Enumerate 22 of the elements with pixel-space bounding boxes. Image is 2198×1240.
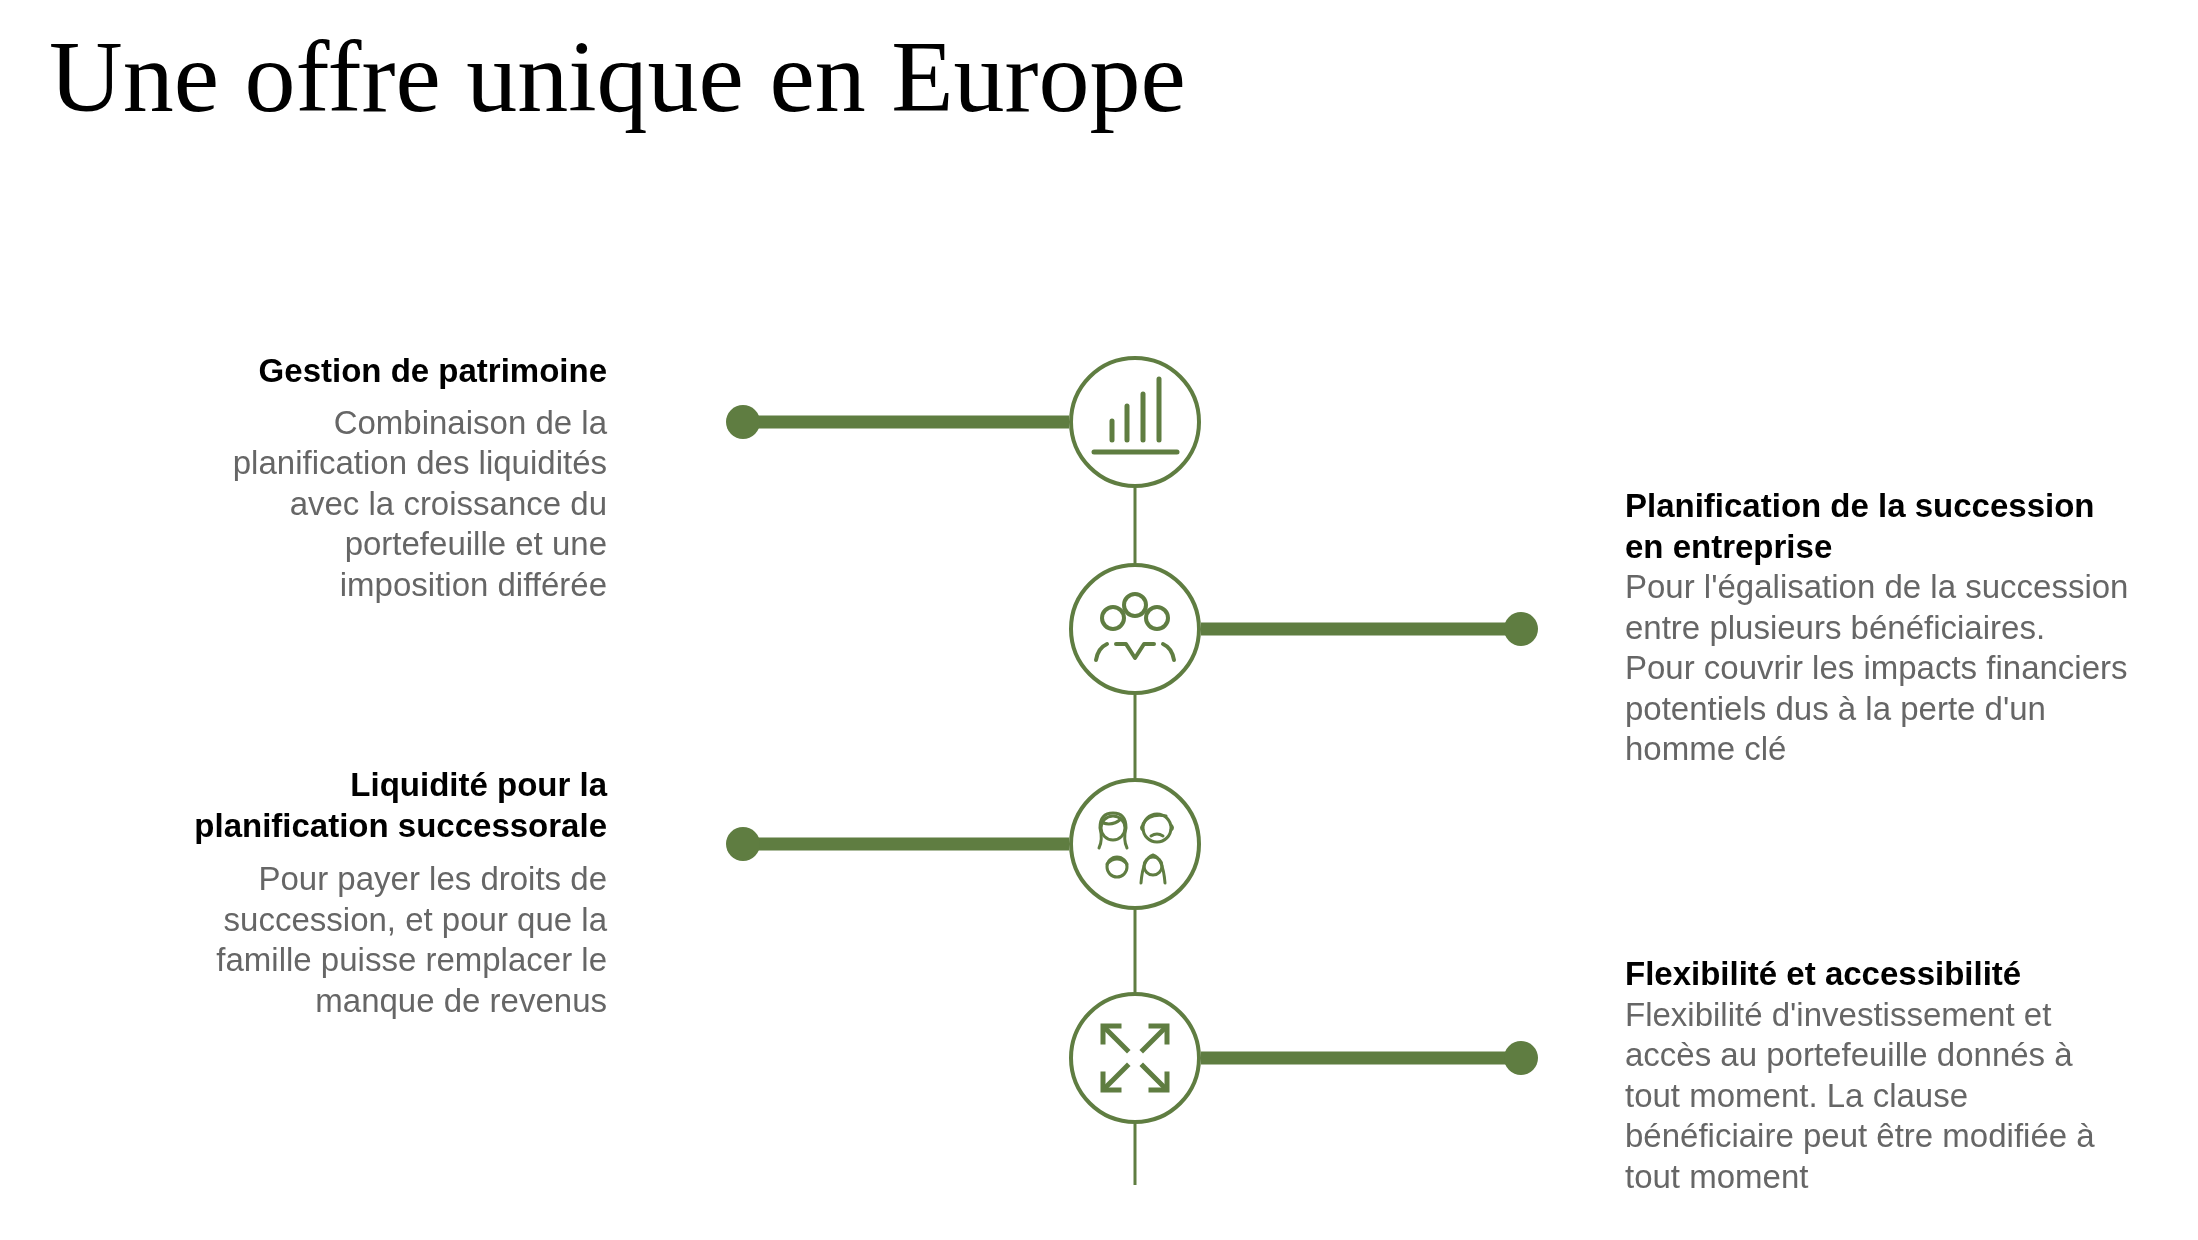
description: Pour payer les droits de succession, et pour que la famille puisse remplacer le manque de revenus [215,859,607,1021]
connector-line [726,827,1069,861]
description: Combinaison de la planification des liquidités avec la croissance du portefeuille et une imposition différée [231,402,607,605]
connector-line [726,405,1069,439]
timeline-line [1133,1124,1137,1185]
description: Flexibilité d'investissement et accès au portefeuille donnés à tout moment. La clause bénéficiaire peut être modifiée à tout moment [1625,994,2096,1197]
timeline-line [1133,488,1137,563]
connector-line [1201,1041,1538,1075]
bar-chart-icon [1069,356,1201,488]
section-heading: Liquidité pour la planification successorale [193,765,607,846]
description: Pour l'égalisation de la succession entre plusieurs bénéficiaires. [1625,567,2130,648]
description: Pour couvrir les impacts financiers potentiels dus à la perte d'un homme clé [1625,648,2129,769]
title: Une offre unique en Europe [49,21,1186,133]
timeline-line [1133,910,1137,992]
section-heading: Flexibilité et accessibilité [1625,954,2022,994]
family-icon [1069,778,1201,910]
section-heading: Gestion de patrimoine [258,351,607,391]
expand-icon [1069,992,1201,1124]
people-group-icon [1069,563,1201,695]
timeline-line [1133,695,1137,778]
section-heading: Planification de la succession en entreprise [1625,486,2096,567]
connector-line [1201,612,1538,646]
